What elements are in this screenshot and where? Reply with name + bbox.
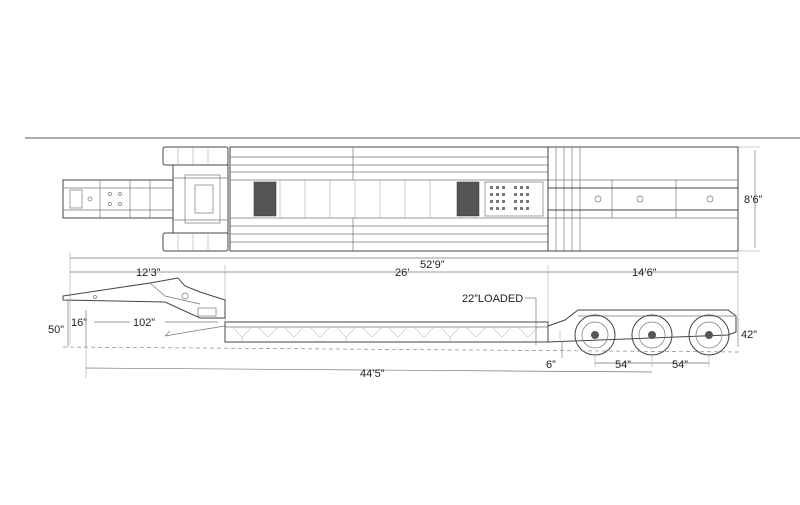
deck-length-label: 26’: [395, 267, 410, 279]
side-view-gooseneck: [62, 277, 226, 337]
wheel-2: [631, 314, 673, 356]
top-view-rear: [547, 146, 739, 252]
gooseneck-height-label: 50”: [48, 324, 64, 336]
rear-length-label: 14’6”: [632, 267, 657, 279]
side-view-deck: [224, 321, 549, 343]
top-view-gooseneck: [62, 164, 229, 234]
gooseneck-step-label: 16”: [71, 317, 87, 329]
top-view: 8’6”: [62, 146, 763, 252]
deck-height-label: 22”LOADED: [462, 293, 523, 305]
side-dimensions: 22”LOADED 50” 16” 102” 42” 6” 54” 54” 44…: [48, 293, 757, 380]
top-view-deck: [229, 146, 549, 252]
width-dimension: 8’6”: [738, 146, 763, 252]
overall-width-label: 8’6”: [744, 194, 763, 206]
length-dimensions: 52’9” 12’3” 26’ 14’6”: [69, 252, 739, 345]
axle-spacing-1-label: 54”: [615, 359, 631, 371]
side-view-wheels: [574, 314, 730, 356]
ground-line: [62, 346, 741, 353]
wheel-1: [574, 314, 616, 356]
rear-deck-drop-label: 6”: [546, 359, 556, 371]
kingpin-to-axle-label: 44’5”: [360, 368, 385, 380]
swing-clearance-label: 102”: [133, 317, 155, 329]
gooseneck-length-label: 12’3”: [136, 267, 161, 279]
side-view: [62, 277, 741, 356]
overall-length-label: 52’9”: [420, 259, 445, 271]
top-view-front-tires: [162, 146, 229, 252]
rear-deck-height-label: 42”: [741, 329, 757, 341]
axle-spacing-2-label: 54”: [672, 359, 688, 371]
